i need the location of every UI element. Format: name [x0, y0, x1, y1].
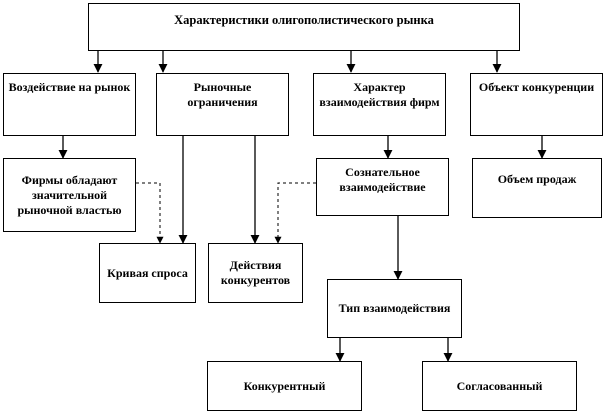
sales-volume-label: Объем продаж	[497, 172, 577, 186]
coordinated-label: Согласованный	[456, 378, 543, 393]
interaction-nature-label: Характер взаимодействия фирм	[319, 80, 440, 109]
interaction-type-box: Тип взаимодействия	[327, 279, 462, 338]
title-label: Характеристики олигополистического рынка	[174, 13, 434, 27]
competitive-label: Конкурентный	[243, 378, 326, 393]
market-power-box: Фирмы обладают значительной рыночной вла…	[3, 158, 136, 232]
market-impact-label: Воздействие на рынок	[8, 80, 131, 94]
competition-object-box: Объект конкуренции	[470, 73, 603, 136]
competitive-box: Конкурентный	[207, 361, 362, 411]
coordinated-box: Согласованный	[422, 361, 577, 411]
demand-curve-box: Кривая спроса	[99, 243, 196, 303]
edge-power-demand-dashed	[136, 182, 164, 244]
sales-volume-box: Объем продаж	[472, 158, 602, 218]
competitor-actions-label: Действия конкурентов	[220, 258, 291, 287]
competitor-actions-box: Действия конкурентов	[208, 243, 303, 303]
edge-conscious-actions-dashed	[274, 182, 316, 244]
title-box: Характеристики олигополистического рынка	[88, 3, 520, 51]
market-limits-box: Рыночные ограничения	[156, 73, 289, 136]
interaction-type-label: Тип взаимодействия	[338, 301, 451, 315]
market-power-label: Фирмы обладают значительной рыночной вла…	[17, 172, 122, 217]
market-limits-label: Рыночные ограничения	[187, 80, 258, 109]
market-impact-box: Воздействие на рынок	[3, 73, 136, 136]
conscious-interaction-box: Сознательное взаимодействие	[316, 158, 449, 216]
competition-object-label: Объект конкуренции	[478, 80, 595, 94]
conscious-interaction-label: Сознательное взаимодействие	[339, 165, 426, 194]
interaction-nature-box: Характер взаимодействия фирм	[313, 73, 446, 136]
demand-curve-label: Кривая спроса	[107, 265, 188, 280]
